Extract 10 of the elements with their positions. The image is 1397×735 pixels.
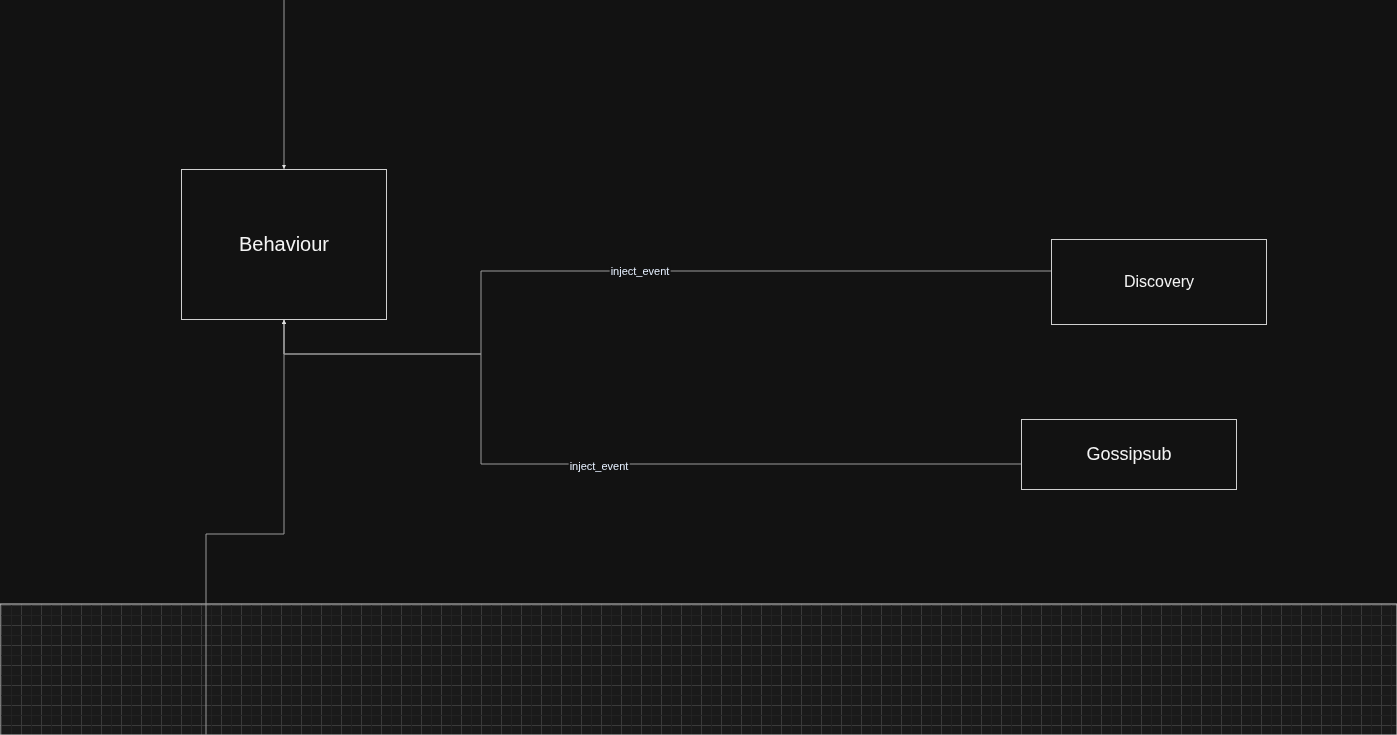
component-box	[1051, 239, 1267, 325]
arrow	[205, 319, 286, 735]
box-label: Discovery	[1123, 273, 1195, 291]
component-box	[181, 169, 387, 320]
edge-label: inject_event	[609, 265, 671, 277]
box-label: Gossipsub	[1086, 444, 1172, 465]
edge-label: inject_event	[568, 460, 630, 472]
component-box	[1021, 419, 1237, 490]
arrow	[282, 0, 286, 170]
box-label: Behaviour	[238, 233, 330, 256]
